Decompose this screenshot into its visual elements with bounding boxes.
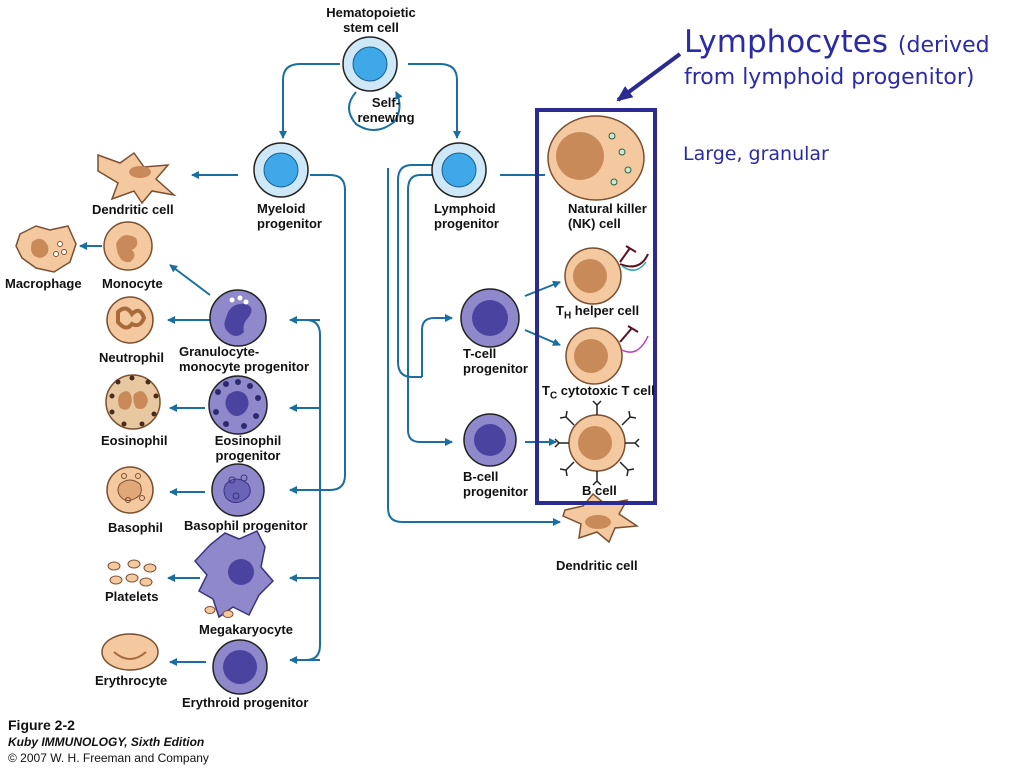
erythrocyte-cell	[101, 633, 159, 671]
label-monocyte: Monocyte	[102, 276, 163, 291]
copyright-notice: © 2007 W. H. Freeman and Company	[8, 751, 209, 765]
th-helper-cell	[564, 245, 649, 305]
hematopoietic-stem-cell	[342, 36, 398, 92]
platelets-cells	[107, 559, 157, 587]
label-megakaryocyte: Megakaryocyte	[199, 622, 293, 637]
label-erythrocyte: Erythrocyte	[95, 673, 168, 688]
label-granulocyte-monocyte-progenitor: Granulocyte-monocyte progenitor	[179, 344, 310, 374]
basophil-progenitor-cell	[211, 463, 265, 517]
label-dendritic-cell-myeloid: Dendritic cell	[92, 202, 174, 217]
tcell-progenitor-cell	[460, 288, 520, 348]
lymphocytes-annotation-title: Lymphocytes (derived	[684, 24, 990, 60]
label-basophil-progenitor: Basophil progenitor	[184, 518, 308, 533]
macrophage-cell	[15, 225, 77, 273]
granulocyte-monocyte-progenitor-cell	[209, 289, 267, 347]
eosinophil-progenitor-cell	[208, 375, 268, 435]
b-cell	[554, 400, 640, 486]
myeloid-progenitor-cell	[253, 142, 309, 198]
book-title: Kuby IMMUNOLOGY, Sixth Edition	[8, 735, 205, 749]
lymphoid-progenitor-cell	[431, 142, 487, 198]
label-basophil: Basophil	[108, 520, 163, 535]
figure-number: Figure 2-2	[8, 717, 75, 733]
dendritic-cell-myeloid	[97, 151, 177, 205]
label-erythroid-progenitor: Erythroid progenitor	[182, 695, 309, 710]
lymphocytes-pointer-arrow	[616, 52, 682, 102]
megakaryocyte-cell	[193, 530, 275, 619]
eosinophil-cell	[105, 374, 161, 430]
dendritic-cell-lymphoid	[562, 492, 640, 544]
label-th-helper-cell: TH helper cell	[556, 303, 640, 322]
neutrophil-cell	[106, 296, 154, 344]
label-neutrophil: Neutrophil	[99, 350, 164, 365]
lineage-arrows	[79, 63, 561, 666]
nk-annotation-note: Large, granular	[683, 143, 829, 165]
label-b-cell: B cell	[582, 483, 617, 498]
label-dendritic-cell-lymphoid: Dendritic cell	[556, 558, 638, 573]
label-macrophage: Macrophage	[5, 276, 82, 291]
lymphocytes-annotation-subtitle: from lymphoid progenitor)	[684, 65, 975, 90]
label-nk-cell: Natural killer(NK) cell	[568, 201, 647, 231]
erythroid-progenitor-cell	[212, 639, 268, 695]
lymphocytes-highlight-box	[535, 108, 657, 505]
label-tc-cytotoxic-cell: TC cytotoxic T cell	[542, 383, 655, 402]
tc-cytotoxic-cell	[565, 325, 649, 385]
label-self-renewing: Self-renewing	[357, 95, 415, 125]
bcell-progenitor-cell	[463, 413, 517, 467]
label-eosinophil: Eosinophil	[101, 433, 168, 448]
monocyte-cell	[103, 221, 153, 271]
nk-cell	[547, 115, 645, 201]
basophil-cell	[106, 466, 154, 514]
label-platelets: Platelets	[105, 589, 159, 604]
